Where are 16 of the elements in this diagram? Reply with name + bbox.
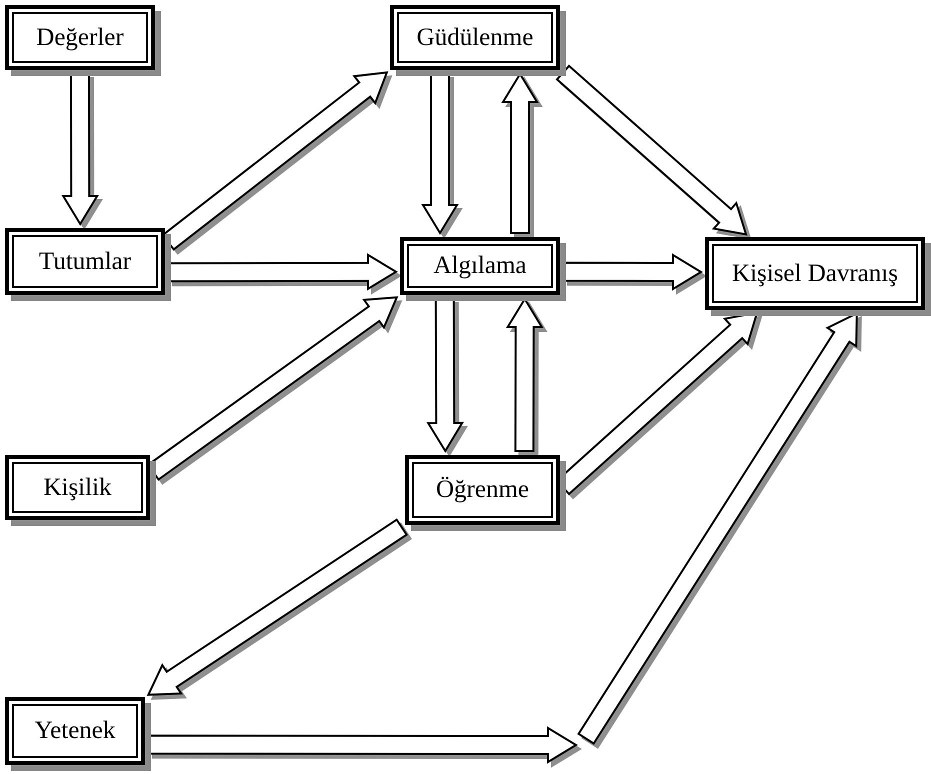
- block-arrow: [146, 518, 408, 696]
- block-arrow: [556, 64, 748, 236]
- box-label: Değerler: [35, 24, 125, 52]
- block-arrow: [168, 253, 398, 291]
- box-label: Kişisel Davranış: [731, 260, 899, 288]
- box-label: Algılama: [432, 252, 528, 280]
- box-label: Güdülenme: [416, 24, 534, 52]
- block-arrow: [148, 726, 578, 764]
- box-label: Öğrenme: [434, 476, 530, 504]
- block-arrow: [61, 73, 99, 226]
- block-arrow: [421, 73, 459, 235]
- box-label: Yetenek: [34, 717, 116, 745]
- box-label: Tutumlar: [38, 248, 132, 276]
- block-arrow: [563, 253, 703, 291]
- block-arrow: [426, 298, 464, 453]
- box-label: Kişilik: [42, 474, 113, 502]
